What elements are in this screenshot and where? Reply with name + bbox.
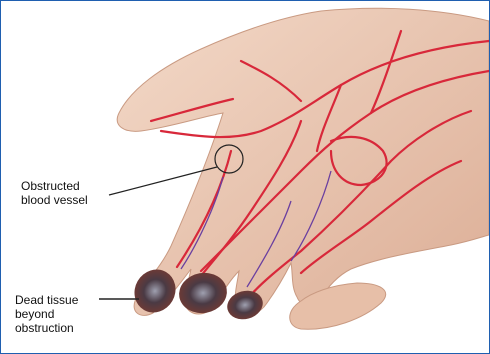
- label-line: obstruction: [15, 321, 125, 335]
- obstructed-vessel-label: Obstructed blood vessel: [21, 179, 141, 207]
- label-line: beyond: [15, 307, 125, 321]
- label-line: Obstructed: [21, 179, 141, 193]
- dead-tissue-label: Dead tissue beyond obstruction: [15, 293, 125, 335]
- label-line: Dead tissue: [15, 293, 125, 307]
- label-line: blood vessel: [21, 193, 141, 207]
- hand-shape: [117, 8, 489, 315]
